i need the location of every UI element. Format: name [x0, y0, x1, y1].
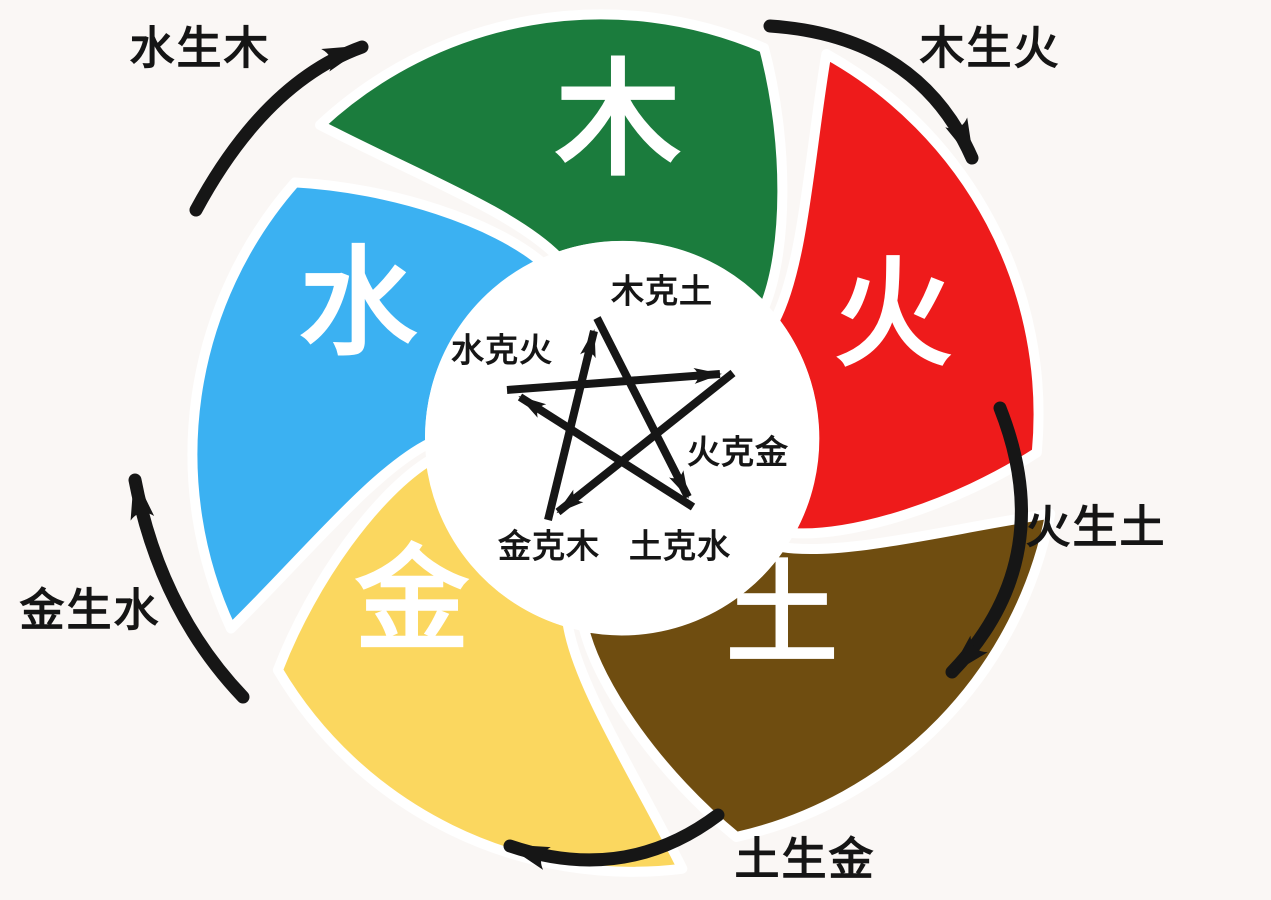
generating-arrow-metal-water [128, 473, 250, 704]
petal-earth [578, 508, 1056, 842]
element-char-water: 水 [299, 234, 418, 372]
overcoming-label-fire-metal: 火克金 [687, 433, 789, 472]
petal-metal [272, 454, 688, 877]
generating-label-water-wood: 水生木 [129, 22, 270, 75]
petal-water [187, 177, 548, 634]
petal-wood [315, 9, 788, 313]
overcoming-arrow-earth-water [517, 393, 696, 511]
generating-arrow-wood-fire [763, 19, 979, 165]
generating-arrow-water-wood [189, 40, 369, 217]
generating-arrow-fire-earth [945, 401, 1028, 679]
generating-label-wood-fire: 木生火 [919, 22, 1060, 75]
generating-label-metal-water: 金生水 [19, 584, 160, 637]
element-char-wood: 木 [555, 47, 681, 194]
overcoming-arrow-fire-metal [555, 369, 736, 516]
generating-cycle-arrows [128, 19, 1028, 870]
generating-label-fire-earth: 火生土 [1025, 501, 1166, 554]
generating-arrow-earth-metal [503, 808, 725, 870]
element-char-metal: 金 [354, 534, 470, 667]
overcoming-cycle-star [506, 316, 736, 521]
overcoming-label-water-fire: 水克火 [451, 331, 553, 370]
overcoming-arrow-water-fire [506, 367, 722, 394]
overcoming-arrow-metal-wood [544, 329, 598, 521]
element-char-fire: 火 [834, 245, 952, 383]
petal-fire [769, 49, 1044, 539]
overcoming-arrow-wood-earth [593, 316, 692, 499]
overcoming-label-earth-water: 土克水 [629, 527, 731, 566]
overcoming-label-metal-wood: 金克木 [497, 527, 600, 566]
generating-label-earth-metal: 土生金 [734, 833, 875, 886]
inner-circle [425, 241, 819, 635]
overcoming-label-wood-earth: 木克土 [610, 272, 713, 311]
petal-ring [187, 9, 1056, 877]
